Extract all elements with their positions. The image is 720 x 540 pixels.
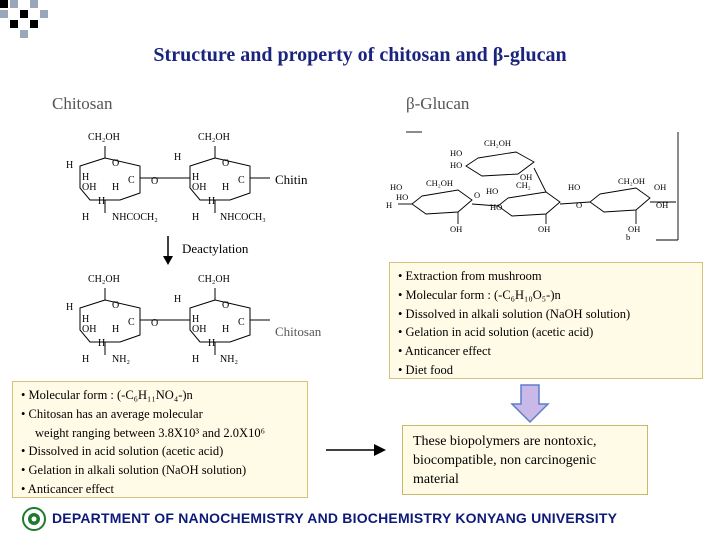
university-logo-icon (22, 507, 46, 531)
svg-text:H: H (82, 172, 89, 183)
chitosan-property: • Anticancer effect (21, 481, 114, 496)
glucan-property: • Extraction from mushroom (398, 269, 542, 283)
svg-text:HO: HO (450, 160, 462, 170)
svg-text:OH: OH (538, 224, 550, 234)
svg-text:CH₂: CH₂ (516, 180, 531, 190)
svg-text:H: H (112, 324, 119, 335)
svg-text:H: H (82, 314, 89, 325)
svg-text:OH: OH (82, 182, 96, 193)
svg-text:O: O (222, 300, 229, 311)
deacetylation-arrow (163, 236, 173, 265)
svg-text:OH: OH (520, 172, 532, 182)
svg-text:OH: OH (192, 182, 206, 193)
svg-text:CH₂OH: CH₂OH (484, 138, 511, 148)
glucan-properties-box: • Extraction from mushroom • Molecular f… (389, 262, 703, 379)
svg-text:HO: HO (396, 192, 408, 202)
svg-text:C: C (128, 175, 135, 186)
svg-text:OH: OH (82, 324, 96, 335)
svg-text:O: O (222, 158, 229, 169)
glucan-property: • Gelation in acid solution (acetic acid… (398, 325, 594, 340)
glucan-structure-diagram: CH₂OH HO HO OH CH₂OH HO HO H O HO CH₂ HO… (386, 131, 679, 242)
svg-text:O: O (576, 200, 582, 210)
svg-text:H: H (112, 182, 119, 193)
svg-text:CH₂OH: CH₂OH (426, 178, 453, 188)
chitin-structure-diagram: CH₂OH CH₂OH H O H O H OH H C O H OH H C … (66, 132, 308, 223)
svg-text:C: C (238, 317, 245, 328)
svg-text:H: H (222, 324, 229, 335)
chitosan-heading: Chitosan (52, 94, 113, 113)
svg-text:H: H (192, 314, 199, 325)
svg-text:b: b (626, 232, 630, 242)
glucan-property: • Molecular form : (-C₆H₁₀O₅-)n (398, 287, 561, 302)
svg-text:H: H (98, 338, 105, 349)
svg-text:H: H (208, 338, 215, 349)
chitosan-property: • Chitosan has an average molecular (21, 406, 203, 421)
right-arrow (326, 444, 386, 456)
svg-text:H: H (192, 172, 199, 183)
svg-text:HO: HO (450, 148, 462, 158)
svg-text:H: H (208, 196, 215, 207)
svg-text:CH₂OH: CH₂OH (88, 274, 120, 285)
glucan-property: • Anticancer effect (398, 344, 491, 359)
chitosan-property: weight ranging between 3.8X10³ and 2.0X1… (35, 425, 265, 440)
svg-text:O: O (151, 176, 158, 187)
chitosan-structure-diagram: CH₂OH CH₂OH H O H O H OH H C O H OH H C … (66, 274, 322, 365)
svg-text:HO: HO (568, 182, 580, 192)
svg-text:NHCOCH₃: NHCOCH₃ (220, 212, 266, 223)
svg-text:C: C (128, 317, 135, 328)
svg-text:H: H (192, 354, 199, 365)
svg-text:H: H (82, 354, 89, 365)
deacetylation-label: Deactylation (182, 241, 249, 256)
svg-text:CH₂OH: CH₂OH (198, 274, 230, 285)
conclusion-box: These biopolymers are nontoxic, biocompa… (402, 425, 648, 495)
svg-text:H: H (66, 160, 73, 171)
svg-text:HO: HO (490, 202, 502, 212)
svg-text:H: H (82, 212, 89, 223)
svg-text:CH₂OH: CH₂OH (618, 176, 645, 186)
chitosan-label: Chitosan (275, 324, 322, 339)
svg-text:O: O (112, 300, 119, 311)
svg-text:OH: OH (192, 324, 206, 335)
chitin-ch2oh-1: CH₂OH (88, 132, 120, 143)
chitin-label: Chitin (275, 172, 308, 187)
svg-text:HO: HO (390, 182, 402, 192)
chitosan-property: • Molecular form : (-C₆H₁₁NO₄-)n (21, 388, 193, 402)
down-block-arrow (510, 384, 550, 424)
svg-text:NHCOCH₂: NHCOCH₂ (112, 212, 158, 223)
svg-text:NH₂: NH₂ (220, 354, 238, 365)
svg-text:O: O (112, 158, 119, 169)
svg-text:H: H (66, 302, 73, 313)
svg-text:OH: OH (654, 182, 666, 192)
svg-text:H: H (386, 200, 392, 210)
conclusion-line: biocompatible, non carcinogenic (413, 453, 597, 468)
chitin-ch2oh-2: CH₂OH (198, 132, 230, 143)
svg-text:OH: OH (656, 200, 668, 210)
conclusion-line: material (413, 472, 459, 487)
chitosan-property: • Gelation in alkali solution (NaOH solu… (21, 463, 247, 478)
footer-department: DEPARTMENT OF NANOCHEMISTRY AND BIOCHEMI… (52, 510, 618, 526)
svg-text:OH: OH (450, 224, 462, 234)
svg-text:O: O (474, 190, 480, 200)
svg-text:C: C (238, 175, 245, 186)
glucan-property: • Diet food (398, 362, 454, 377)
glucan-property: • Dissolved in alkali solution (NaOH sol… (398, 306, 631, 321)
chitosan-property: • Dissolved in acid solution (acetic aci… (21, 444, 224, 459)
svg-text:O: O (151, 318, 158, 329)
svg-text:H: H (98, 196, 105, 207)
svg-text:HO: HO (486, 186, 498, 196)
svg-text:H: H (222, 182, 229, 193)
glucan-heading: β-Glucan (406, 94, 470, 113)
svg-text:H: H (174, 152, 181, 163)
chitosan-properties-box: • Molecular form : (-C₆H₁₁NO₄-)n • Chito… (12, 381, 308, 498)
svg-text:OH: OH (628, 224, 640, 234)
page-title: Structure and property of chitosan and β… (153, 44, 567, 66)
conclusion-line: These biopolymers are nontoxic, (413, 434, 597, 449)
svg-text:NH₂: NH₂ (112, 354, 130, 365)
svg-text:H: H (174, 294, 181, 305)
svg-text:H: H (192, 212, 199, 223)
